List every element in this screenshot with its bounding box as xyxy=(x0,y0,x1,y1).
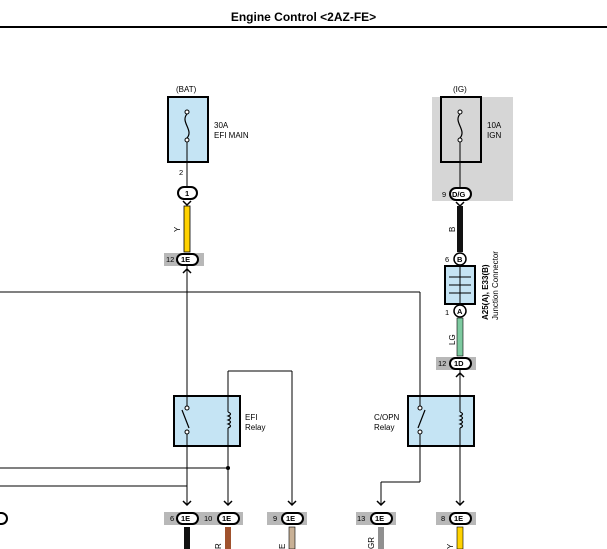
bottom-8-connector-label: 1E xyxy=(454,514,463,523)
ig-connector-dg-label: D/G xyxy=(452,190,466,199)
ig-fuse-pin: 9 xyxy=(442,190,446,199)
efi-relay-switch xyxy=(181,409,190,429)
bottom-9-chevron xyxy=(287,500,297,507)
bottom-8-wire-label: Y xyxy=(446,543,455,549)
efi-relay-contact-bottom xyxy=(184,429,190,435)
ign-fuse xyxy=(440,96,482,163)
bottom-9-connector xyxy=(281,512,304,525)
bottom-6-connector-label: 1E xyxy=(181,514,190,523)
junction-conn-bottom xyxy=(453,304,467,318)
bottom-9-connector-label: 1E xyxy=(286,514,295,523)
bottom-9-wire-label: E xyxy=(278,544,287,549)
copn-relay-switch xyxy=(417,409,426,429)
efi-main-fuse-terminal-top xyxy=(184,109,190,115)
copn-relay-label-1: C/OPN xyxy=(374,413,400,422)
efi-relay-contact-top xyxy=(184,405,190,411)
bat-1e-connector-label: 1E xyxy=(181,255,190,264)
bottom-8-connector-pin: 8 xyxy=(441,514,445,523)
junction-conn-top-label: B xyxy=(457,255,463,264)
bottom-8-wire xyxy=(456,526,464,549)
bottom-13-chevron xyxy=(376,500,386,507)
bottom-10-wire xyxy=(225,527,231,549)
ig-connector-chevron xyxy=(455,201,465,208)
bottom-10-connector-pin: 10 xyxy=(204,514,212,523)
bat-connector-1 xyxy=(177,186,198,200)
bottom-13-connector-pin: 13 xyxy=(357,514,365,523)
bottom-13-connector-label: 1E xyxy=(375,514,384,523)
copn-relay-contact-top xyxy=(417,405,423,411)
efi-main-fuse-terminal-bottom xyxy=(184,137,190,143)
bottom-6-connector xyxy=(176,512,199,525)
page-title: Engine Control <2AZ-FE> xyxy=(230,10,377,24)
copn-relay-label-2: Relay xyxy=(374,423,394,432)
ign-fuse-terminal-bottom xyxy=(457,137,463,143)
efi-relay-coil xyxy=(226,411,232,429)
ig-1d-connector-label: 1D xyxy=(454,359,464,368)
bottom-6-chevron xyxy=(182,500,192,507)
ig-black-wire xyxy=(457,206,463,252)
ign-fuse-terminal-top xyxy=(457,109,463,115)
bat-wire-color-label: Y xyxy=(173,226,182,232)
efi-main-fuse-element xyxy=(184,113,190,139)
bottom-13-connector xyxy=(370,512,393,525)
bat-connector-1-label: 1 xyxy=(185,189,189,198)
bottom-8-connector xyxy=(449,512,472,525)
bat-fuse-pin: 2 xyxy=(179,168,183,177)
bottom-10-connector-label: 1E xyxy=(222,514,231,523)
bottom-13-wire-label: GR xyxy=(367,537,376,549)
bottom-13-wire xyxy=(378,527,384,549)
bottom-connector-left-partial xyxy=(0,512,8,525)
efi-main-fuse-name: EFI MAIN xyxy=(214,131,249,140)
ign-fuse-amps: 10A xyxy=(487,121,502,130)
ig-source-label: (IG) xyxy=(453,85,467,94)
bottom-9-connector-pin: 9 xyxy=(273,514,277,523)
bottom-10-chevron xyxy=(223,500,233,507)
bat-1e-connector-pin: 12 xyxy=(166,255,174,264)
efi-main-fuse-amps: 30A xyxy=(214,121,229,130)
bottom-10-wire-label: R xyxy=(214,543,223,549)
ig-wire-color-label: B xyxy=(448,227,457,232)
bottom-6-wire xyxy=(184,527,190,549)
copn-relay xyxy=(407,395,475,447)
ign-fuse-name: IGN xyxy=(487,131,501,140)
bottom-6-connector-pin: 6 xyxy=(170,514,174,523)
efi-relay-label-1: EFI xyxy=(245,413,257,422)
bat-connector-chevron xyxy=(182,200,192,207)
junction-pin-top: 6 xyxy=(445,255,449,264)
bat-source-label: (BAT) xyxy=(176,85,197,94)
bottom-9-wire xyxy=(288,526,296,549)
ig-connector-dg xyxy=(449,187,472,201)
bottom-8-chevron xyxy=(455,500,465,507)
ig-green-wire xyxy=(456,317,464,357)
junction-pin-bottom: 1 xyxy=(445,308,449,317)
ig-fuse-shaded-area xyxy=(432,97,513,201)
junction-conn-bottom-label: A xyxy=(457,307,463,316)
copn-relay-coil xyxy=(458,411,464,429)
junction-ids-label: A25(A), E33(B) xyxy=(481,264,490,320)
ig-green-wire-label: LG xyxy=(448,334,457,345)
copn-relay-contact-bottom xyxy=(417,429,423,435)
bottom-10-connector xyxy=(217,512,240,525)
efi-relay-label-2: Relay xyxy=(245,423,265,432)
ig-1d-connector-pin: 12 xyxy=(438,359,446,368)
ign-fuse-element xyxy=(457,113,463,139)
bat-yellow-wire xyxy=(183,205,191,253)
junction-name-label: Junction Connector xyxy=(491,251,500,320)
